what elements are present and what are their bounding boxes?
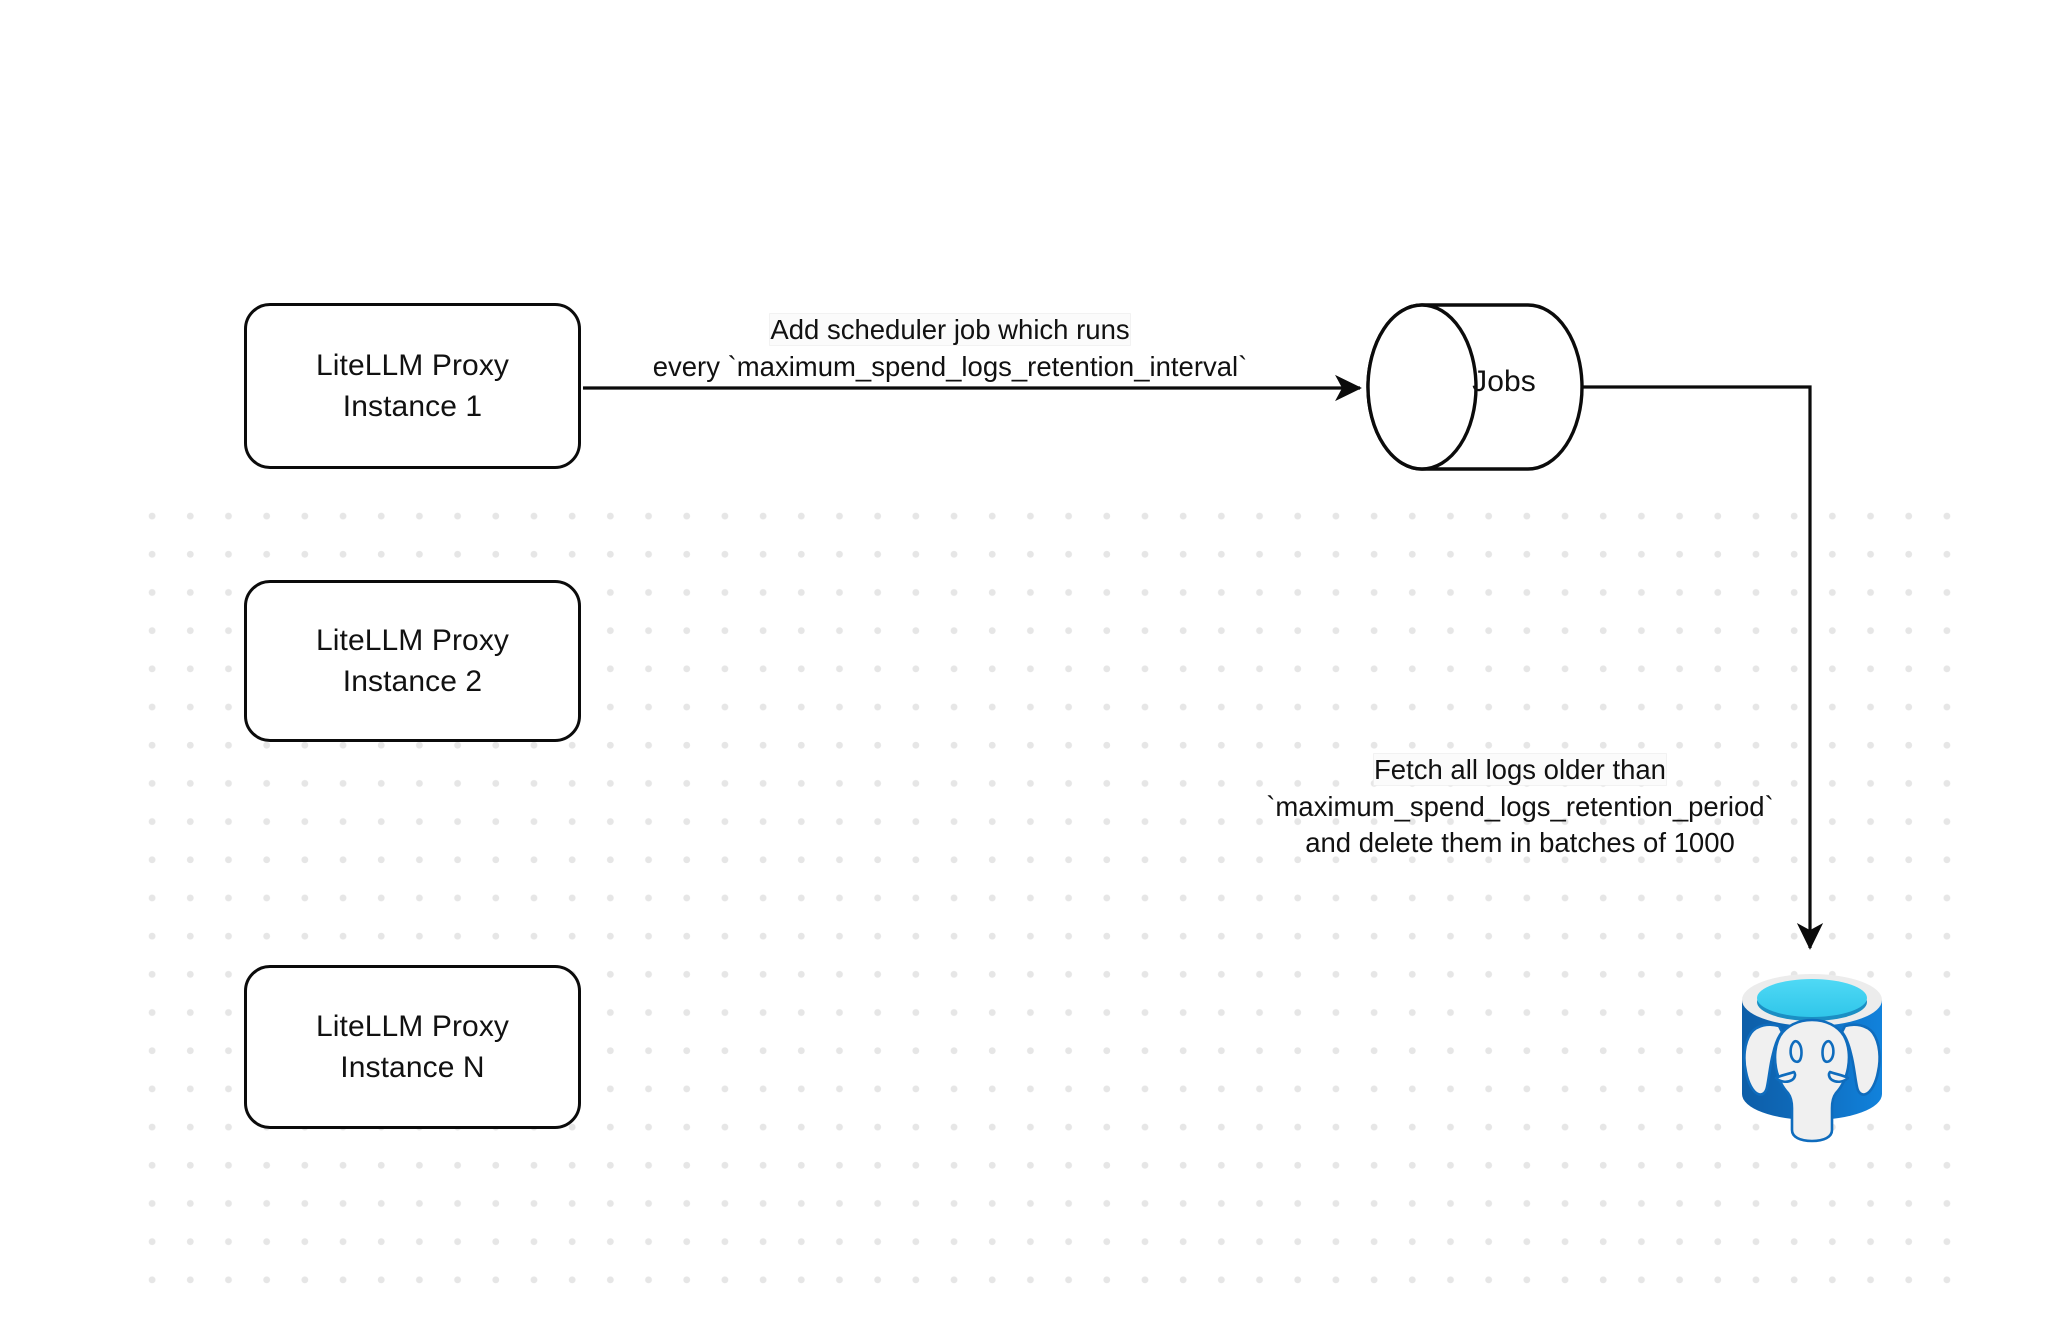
node-label-line1: LiteLLM Proxy (315, 623, 510, 657)
jobs-cylinder-shape[interactable] (1366, 303, 1584, 471)
node-litellm-proxy-instance-1[interactable]: LiteLLM Proxy Instance 1 (244, 303, 581, 469)
node-label-line1: LiteLLM Proxy (315, 348, 510, 382)
node-litellm-proxy-instance-n[interactable]: LiteLLM Proxy Instance N (244, 965, 581, 1129)
postgres-elephant-glyph (1743, 1018, 1881, 1143)
edge-label-scheduler: Add scheduler job which runs every `maxi… (590, 312, 1310, 385)
edge-label-fetch-delete: Fetch all logs older than `maximum_spend… (1230, 752, 1810, 862)
edge-jobs-to-database (1582, 385, 1824, 950)
edge-label-fetch-line3: and delete them in batches of 1000 (1305, 827, 1735, 859)
edge-label-fetch-line1: Fetch all logs older than (1374, 754, 1666, 785)
node-label-line2: Instance 1 (342, 390, 483, 423)
edge-label-fetch-line2: `maximum_spend_logs_retention_period` (1266, 790, 1774, 822)
node-label-line2: Instance N (340, 1051, 485, 1084)
edge-label-scheduler-line1: Add scheduler job which runs (770, 314, 1130, 345)
node-label-line2: Instance 2 (342, 665, 483, 698)
postgresql-database-icon[interactable] (1742, 974, 1882, 1143)
node-litellm-proxy-instance-2[interactable]: LiteLLM Proxy Instance 2 (244, 580, 581, 742)
node-label-jobs: Jobs (1472, 365, 1536, 398)
node-label-line1: LiteLLM Proxy (315, 1009, 510, 1043)
edge-label-scheduler-line2: every `maximum_spend_logs_retention_inte… (652, 350, 1248, 382)
